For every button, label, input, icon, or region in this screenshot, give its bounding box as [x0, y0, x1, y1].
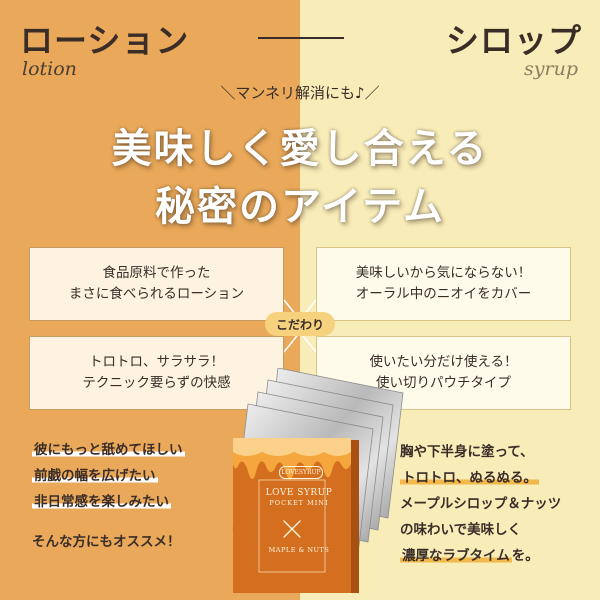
usage-line: メープルシロップ＆ナッツ [400, 496, 562, 512]
header-syrup-title: シロップ [446, 21, 582, 60]
recommend-footer: そんな方にもオススメ！ [32, 534, 181, 550]
feature-card-texture: トロトロ、サラサラ！ テクニック要らずの快感 [29, 336, 284, 410]
card-line: まさに食べられるローション [68, 286, 245, 302]
box-flavor: MAPLE & NUTS [268, 546, 330, 554]
box-product-name: LOVE SYRUP [265, 488, 333, 498]
header-syrup-en: syrup [524, 58, 578, 80]
kodawari-badge: こだわり [265, 312, 335, 336]
usage-line: の味わいで美味しく [400, 522, 522, 538]
recommend-item: 前戯の幅を広げたい [32, 468, 158, 484]
usage-highlight: トロトロ、ぬるぬる。 [400, 470, 539, 486]
card-line: テクニック要らずの快感 [82, 375, 231, 391]
header-divider [258, 37, 344, 39]
card-line: 使いたい分だけ使える！ [369, 354, 518, 371]
card-line: 食品原料で作った [102, 265, 211, 282]
feature-card-food-ingredients: 食品原料で作った まさに食べられるローション [29, 247, 284, 321]
product-box [233, 438, 359, 593]
card-line: 美味しいから気にならない！ [355, 265, 532, 282]
box-brand: LOVE SYRUP POCKET MINI [258, 488, 340, 507]
headline-line-1: 美味しく愛し合える [111, 126, 489, 172]
feature-card-oral-odor: 美味しいから気にならない！ オーラル中のニオイをカバー [316, 247, 571, 321]
product-image [232, 368, 404, 593]
header-lotion-en: lotion [22, 58, 77, 80]
card-line: オーラル中のニオイをカバー [355, 286, 532, 302]
usage-line: 胸や下半身に塗って、 [400, 444, 534, 460]
recommend-item: 彼にもっと舐めてほしい [32, 442, 185, 458]
card-line: 使い切りパウチタイプ [375, 375, 511, 391]
usage-highlight: 濃厚なラブタイム [400, 548, 512, 564]
feature-card-pouch: 使いたい分だけ使える！ 使い切りパウチタイプ [316, 336, 571, 410]
recommend-list: 彼にもっと舐めてほしい 前戯の幅を広げたい 非日常感を楽しみたい そんな方にもオ… [32, 438, 185, 556]
usage-line-tail: を。 [511, 548, 539, 564]
usage-description: 胸や下半身に塗って、 トロトロ、ぬるぬる。 メープルシロップ＆ナッツ の味わいで… [400, 440, 561, 570]
header-lotion-title: ローション [20, 21, 190, 60]
subtitle: ＼マンネリ解消にも♪／ [220, 84, 380, 102]
card-line: トロトロ、サラサラ！ [88, 354, 224, 371]
fork-knife-icon [283, 520, 301, 538]
recommend-item: 非日常感を楽しみたい [32, 494, 171, 510]
box-logo: LOVESYRUP [279, 466, 323, 479]
box-product-subname: POCKET MINI [269, 499, 329, 507]
headline-line-2: 秘密のアイテム [155, 184, 445, 230]
